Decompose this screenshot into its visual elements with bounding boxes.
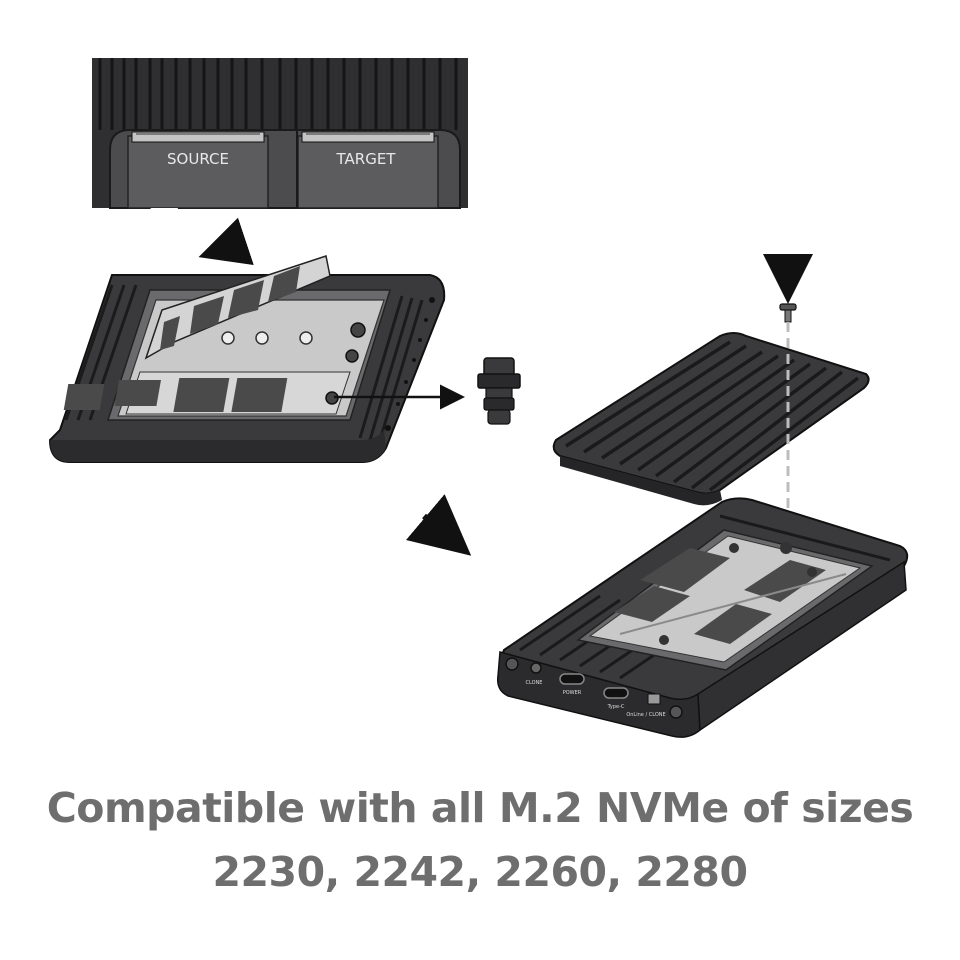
- screw-icon: [779, 303, 797, 323]
- assembled-enclosure: CLONE POWER Type-C OnLine / CLONE: [496, 497, 909, 738]
- clone-port-label: CLONE: [526, 680, 543, 686]
- source-slot-label: SOURCE: [167, 150, 229, 168]
- caption-line-2: 2230, 2242, 2260, 2280: [212, 848, 749, 896]
- mode-switch: [647, 693, 661, 705]
- caption-line-1: Compatible with all M.2 NVMe of sizes: [46, 784, 914, 832]
- type-c-port: [603, 687, 629, 699]
- standoff-icon: [477, 357, 521, 425]
- target-slot-label: TARGET: [336, 150, 397, 168]
- mode-switch-label: OnLine / CLONE: [626, 712, 665, 718]
- arrow-icon: [405, 494, 472, 556]
- power-port: [559, 673, 585, 685]
- open-enclosure: [48, 255, 446, 463]
- arrow-icon: [198, 217, 254, 266]
- slot-closeup: SOURCE TARGET: [92, 58, 468, 224]
- type-c-port-label: Type-C: [607, 704, 625, 710]
- heatsink-lid: [552, 332, 870, 506]
- clone-button: [530, 662, 542, 674]
- power-port-label: POWER: [563, 690, 582, 696]
